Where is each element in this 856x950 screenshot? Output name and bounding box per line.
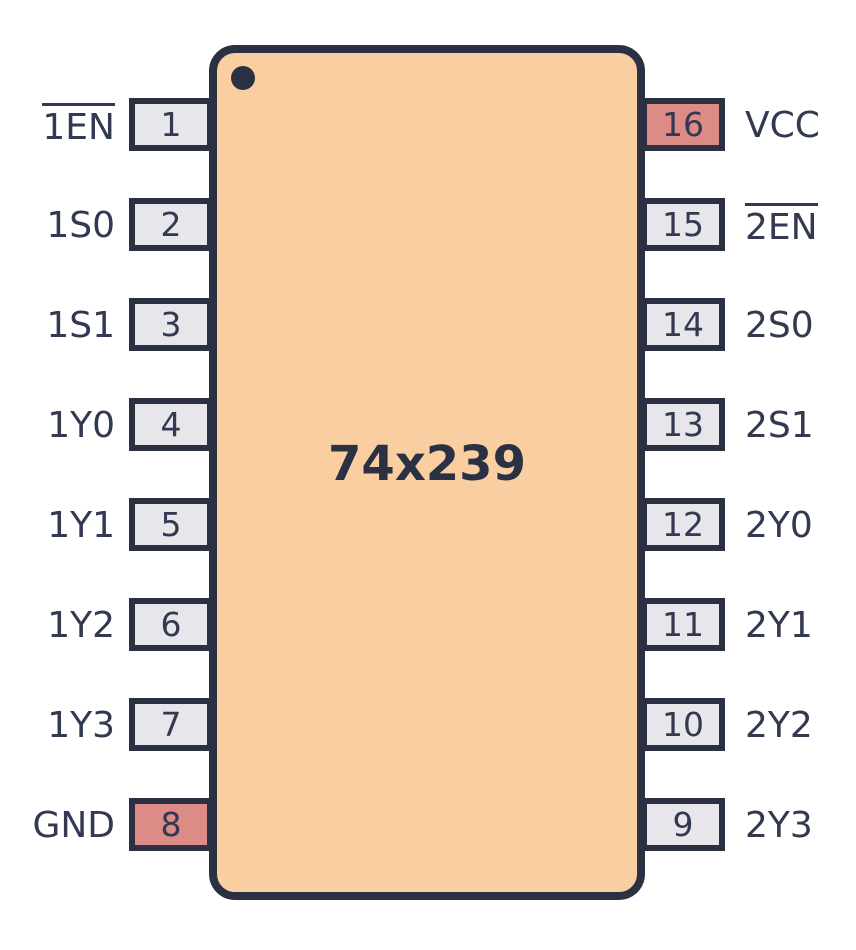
pin-label-wrap: 2Y2 bbox=[745, 705, 813, 744]
pin-number: 2 bbox=[160, 205, 182, 244]
pin-label: 2S0 bbox=[745, 305, 814, 346]
pin-number: 1 bbox=[160, 105, 182, 144]
pin-label: 2Y3 bbox=[745, 805, 813, 846]
pin-number-box: 3 bbox=[129, 298, 213, 351]
pin-row: 1Y0 4 bbox=[0, 398, 213, 451]
pin-label: 1EN bbox=[42, 103, 115, 146]
pin-number: 5 bbox=[160, 505, 182, 544]
pin-label-wrap: 1Y1 bbox=[0, 505, 115, 544]
pin-number-box: 2 bbox=[129, 198, 213, 251]
pin-number-box: 5 bbox=[129, 498, 213, 551]
pin-label-wrap: 2Y1 bbox=[745, 605, 813, 644]
pin-label: VCC bbox=[745, 105, 820, 146]
pin-label: 1S0 bbox=[46, 205, 115, 246]
pin-number-box: 9 bbox=[641, 798, 725, 851]
pin-label: 2EN bbox=[745, 203, 818, 246]
pin-label: 2Y0 bbox=[745, 505, 813, 546]
pin-label-wrap: 2S0 bbox=[745, 305, 814, 344]
pin-label: 1Y0 bbox=[47, 405, 115, 446]
pin-row: 1S1 3 bbox=[0, 298, 213, 351]
pin-label-wrap: 1EN bbox=[0, 103, 115, 146]
pin-number-box: 4 bbox=[129, 398, 213, 451]
pin1-indicator-dot-icon bbox=[231, 66, 255, 90]
pin-number-box: 8 bbox=[129, 798, 213, 851]
pin-row: 2Y0 12 bbox=[641, 498, 813, 551]
pin-row: VCC 16 bbox=[641, 98, 820, 151]
pin-label-wrap: 1S0 bbox=[0, 205, 115, 244]
pin-label-wrap: 1Y3 bbox=[0, 705, 115, 744]
pin-number: 8 bbox=[160, 805, 182, 844]
pin-row: 1EN 1 bbox=[0, 98, 213, 151]
pin-label: 2Y1 bbox=[745, 605, 813, 646]
pin-row: GND 8 bbox=[0, 798, 213, 851]
pin-number-box: 6 bbox=[129, 598, 213, 651]
pin-number: 9 bbox=[672, 805, 694, 844]
pin-label-wrap: 2EN bbox=[745, 203, 818, 246]
pin-number-box: 1 bbox=[129, 98, 213, 151]
chip-name: 74x239 bbox=[328, 436, 526, 492]
pin-number: 7 bbox=[160, 705, 182, 744]
pin-number: 16 bbox=[662, 105, 704, 144]
pin-label-wrap: 2Y3 bbox=[745, 805, 813, 844]
pin-label-wrap: VCC bbox=[745, 105, 820, 144]
pin-number-box: 12 bbox=[641, 498, 725, 551]
pin-number: 6 bbox=[160, 605, 182, 644]
pin-number-box: 16 bbox=[641, 98, 725, 151]
pin-row: 2S0 14 bbox=[641, 298, 814, 351]
pin-label: 2Y2 bbox=[745, 705, 813, 746]
pin-label: GND bbox=[32, 805, 115, 846]
pin-number: 12 bbox=[662, 505, 704, 544]
chip-body: 74x239 bbox=[209, 45, 645, 900]
pin-label: 1Y1 bbox=[47, 505, 115, 546]
pin-number: 3 bbox=[160, 305, 182, 344]
pin-number: 15 bbox=[662, 205, 704, 244]
pin-label: 1Y3 bbox=[47, 705, 115, 746]
pin-number: 10 bbox=[662, 705, 704, 744]
pin-label: 1Y2 bbox=[47, 605, 115, 646]
pin-number-box: 15 bbox=[641, 198, 725, 251]
pin-row: 2S1 13 bbox=[641, 398, 814, 451]
pin-row: 1Y3 7 bbox=[0, 698, 213, 751]
pin-row: 1Y1 5 bbox=[0, 498, 213, 551]
pin-number: 4 bbox=[160, 405, 182, 444]
pin-number-box: 11 bbox=[641, 598, 725, 651]
pin-row: 2Y3 9 bbox=[641, 798, 813, 851]
pin-number-box: 14 bbox=[641, 298, 725, 351]
pin-number-box: 7 bbox=[129, 698, 213, 751]
pin-label-wrap: GND bbox=[0, 805, 115, 844]
pin-row: 1S0 2 bbox=[0, 198, 213, 251]
pin-label: 1S1 bbox=[46, 305, 115, 346]
pin-label: 2S1 bbox=[745, 405, 814, 446]
pin-number-box: 13 bbox=[641, 398, 725, 451]
pin-label-wrap: 1Y2 bbox=[0, 605, 115, 644]
pin-number: 11 bbox=[662, 605, 704, 644]
pin-row: 1Y2 6 bbox=[0, 598, 213, 651]
pin-row: 2Y2 10 bbox=[641, 698, 813, 751]
pin-row: 2EN 15 bbox=[641, 198, 818, 251]
pin-label-wrap: 1S1 bbox=[0, 305, 115, 344]
pin-row: 2Y1 11 bbox=[641, 598, 813, 651]
pin-number: 13 bbox=[662, 405, 704, 444]
pin-label-wrap: 1Y0 bbox=[0, 405, 115, 444]
pin-number: 14 bbox=[662, 305, 704, 344]
pin-label-wrap: 2Y0 bbox=[745, 505, 813, 544]
pin-number-box: 10 bbox=[641, 698, 725, 751]
pin-label-wrap: 2S1 bbox=[745, 405, 814, 444]
